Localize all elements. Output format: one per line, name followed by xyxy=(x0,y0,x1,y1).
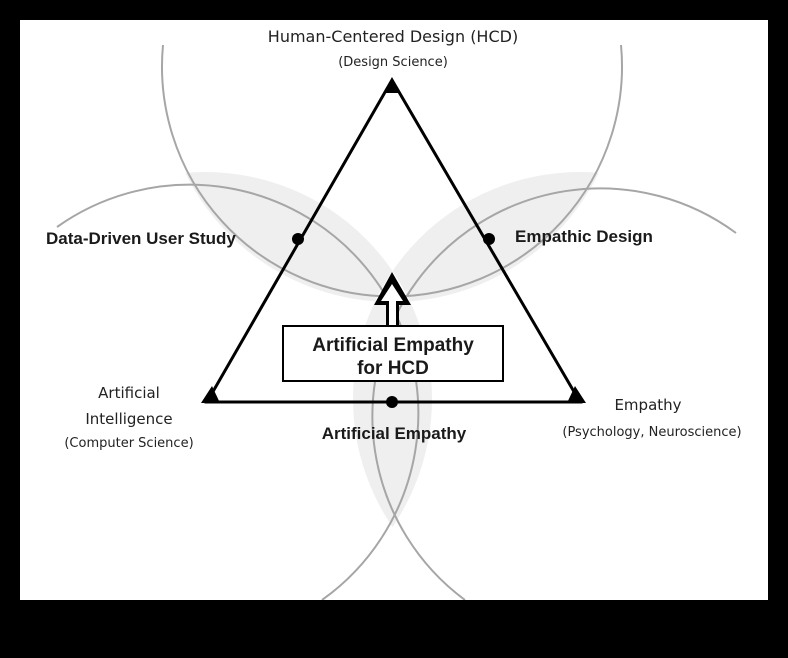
edge-bottom-label: Artificial Empathy xyxy=(322,424,467,443)
overlap-top-left xyxy=(162,172,432,302)
vertex-marker-top xyxy=(383,78,401,93)
overlap-top-right xyxy=(353,172,622,302)
vertex-top-title: Human-Centered Design (HCD) xyxy=(268,27,518,46)
center-arrow-inner xyxy=(381,284,403,326)
edge-left-label: Data-Driven User Study xyxy=(46,229,236,248)
vertex-right-subtitle: (Psychology, Neuroscience) xyxy=(562,425,741,440)
vertex-left-subtitle: (Computer Science) xyxy=(64,436,193,451)
edge-dot-bottom xyxy=(386,396,398,408)
vertex-marker-right xyxy=(567,386,586,403)
center-box-line2: for HCD xyxy=(357,358,429,379)
vertex-left-line2: Intelligence xyxy=(85,410,172,428)
vertex-right-title: Empathy xyxy=(614,396,681,414)
circle-ai xyxy=(56,183,420,600)
vertex-marker-left xyxy=(201,386,220,403)
vertex-top-subtitle: (Design Science) xyxy=(338,55,448,70)
center-box xyxy=(282,325,504,382)
circle-empathy xyxy=(371,187,737,600)
edge-dot-right xyxy=(483,233,495,245)
center-box-line1: Artificial Empathy xyxy=(312,335,474,356)
vertex-left-line1: Artificial xyxy=(98,384,160,402)
edge-right-label: Empathic Design xyxy=(515,227,653,246)
edge-dot-left xyxy=(292,233,304,245)
